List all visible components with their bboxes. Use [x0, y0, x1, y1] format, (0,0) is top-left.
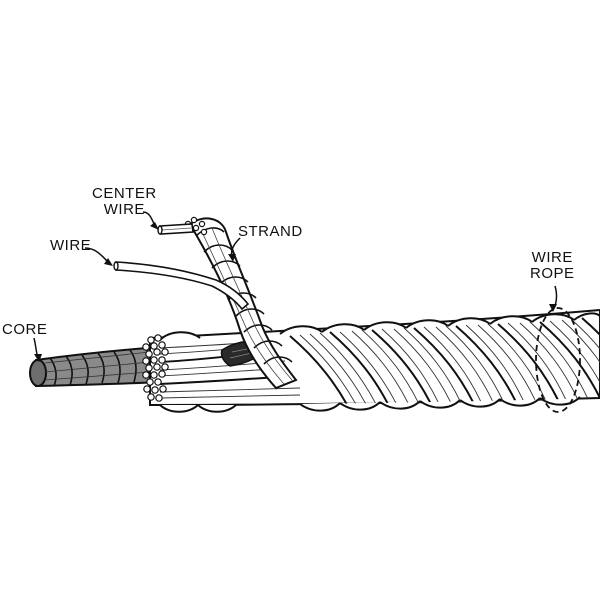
wire-rope-label-line2: ROPE [530, 265, 575, 282]
center-wire-label-line1: CENTER [92, 185, 157, 202]
center-wire-label: CENTER WIRE [92, 186, 157, 218]
wire-rope-cross-section-marker [535, 307, 581, 413]
single-wire [113, 261, 250, 311]
core-label: CORE [2, 321, 48, 338]
strand-label: STRAND [238, 223, 303, 240]
leader-arrowheads [34, 222, 557, 362]
core-strand [29, 345, 161, 388]
center-wire [157, 223, 194, 235]
wire-label: WIRE [50, 237, 92, 254]
center-wire-label-line2: WIRE [103, 201, 145, 218]
wire-rope-body [142, 308, 600, 413]
wire-rope-label: WIRE ROPE [530, 250, 575, 282]
wire-rope-label-line1: WIRE [531, 249, 573, 266]
